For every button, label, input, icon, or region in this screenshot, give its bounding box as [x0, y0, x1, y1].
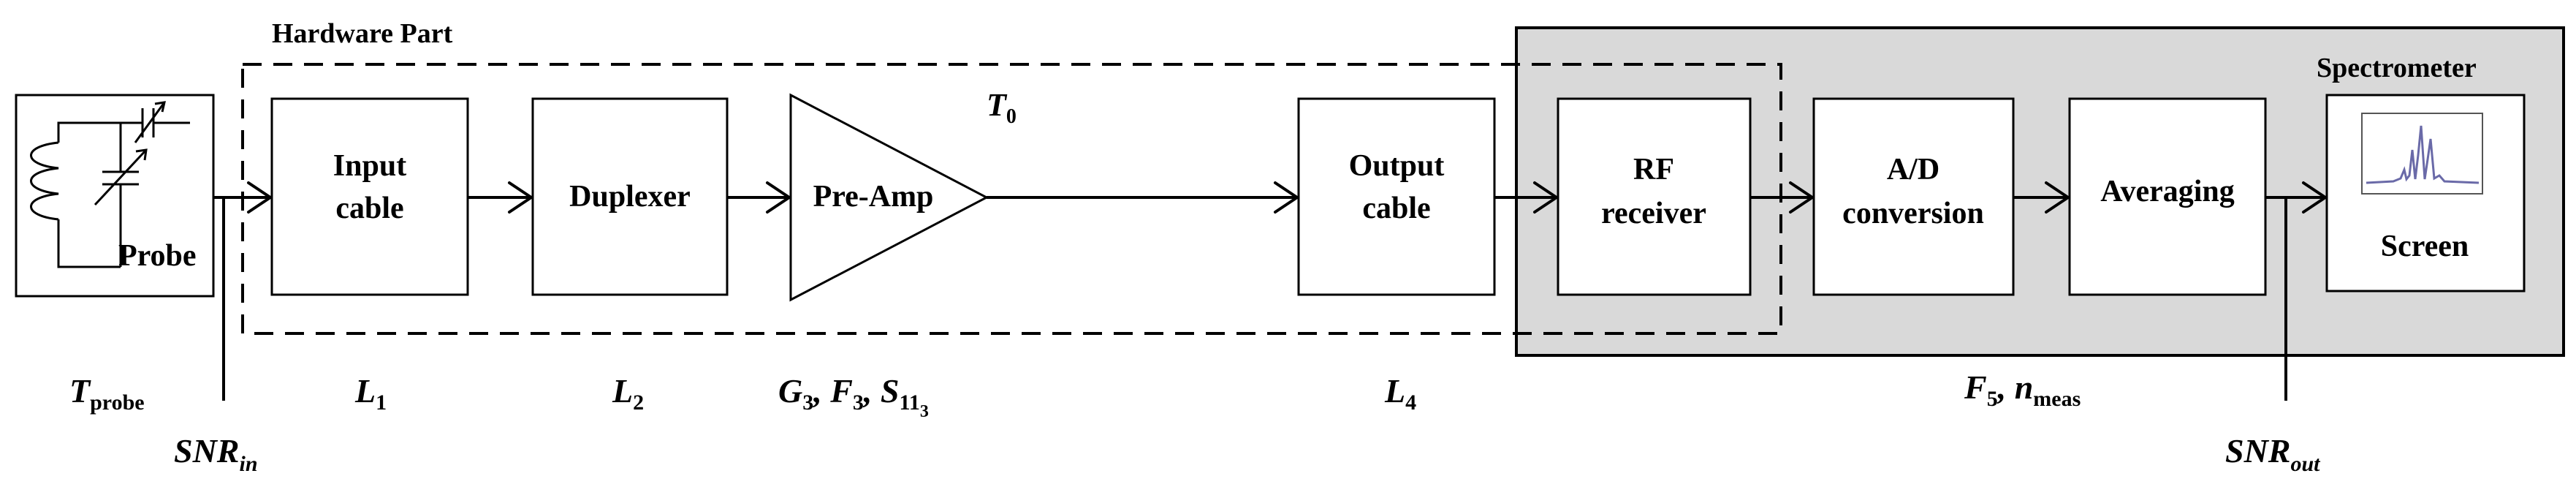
ad-conversion-label-line1: A/D: [1887, 153, 1939, 186]
output-cable-label-line2: cable: [1362, 192, 1430, 225]
spectrum-display-icon: [2361, 113, 2483, 195]
duplexer-label: Duplexer: [569, 180, 691, 214]
g3-f3-s113-label: G3, F3, S113: [778, 372, 929, 421]
f5-nmeas-label: F5, nmeas: [1964, 369, 2081, 411]
rf-receiver-label-line1: RF: [1633, 153, 1674, 186]
connections: [213, 181, 2327, 401]
hardware-part-label: Hardware Part: [272, 18, 453, 49]
screen-label: Screen: [2381, 230, 2469, 263]
averaging-label: Averaging: [2100, 175, 2235, 208]
rf-receiver-block: RF receiver: [1557, 97, 1752, 296]
probe-block: Probe: [15, 94, 215, 298]
preamp-block: Pre-Amp: [789, 93, 989, 302]
preamp-label: Pre-Amp: [813, 180, 934, 214]
probe-circuit-icon: [30, 101, 190, 268]
output-cable-label-line1: Output: [1349, 149, 1445, 183]
ad-conversion-block: A/D conversion: [1812, 97, 2015, 296]
l2-label: L2: [612, 372, 644, 415]
output-cable-block: Output cable: [1297, 97, 1496, 296]
spectrometer-label: Spectrometer: [2317, 53, 2477, 83]
snr-out-label: SNRout: [2225, 432, 2321, 476]
ad-conversion-label-line2: conversion: [1842, 197, 1984, 230]
input-cable-label-line1: Input: [333, 149, 406, 183]
screen-block: Screen: [2325, 94, 2526, 292]
snr-in-label: SNRin: [174, 432, 258, 476]
duplexer-block: Duplexer: [531, 97, 729, 296]
input-cable-label-line2: cable: [335, 192, 403, 225]
input-cable-block: Input cable: [270, 97, 469, 296]
l1-label: L1: [354, 372, 387, 415]
t-probe-label: Tprobe: [69, 372, 145, 415]
t0-label: T0: [987, 87, 1017, 128]
rf-receiver-label-line2: receiver: [1601, 197, 1706, 230]
l4-label: L4: [1384, 372, 1416, 415]
averaging-block: Averaging: [2068, 97, 2267, 296]
probe-label: Probe: [118, 239, 197, 273]
